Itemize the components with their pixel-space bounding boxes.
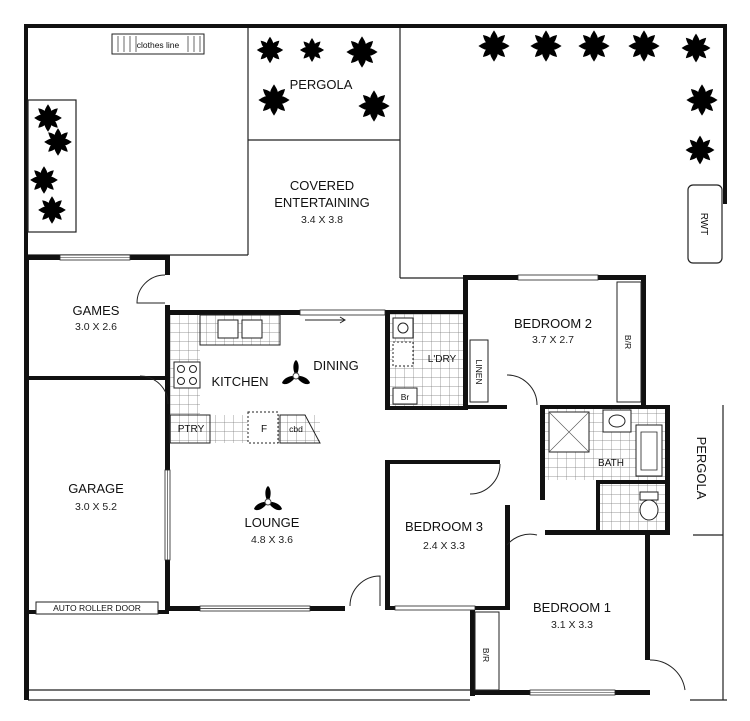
- sink-icon: [217, 319, 239, 339]
- plant-icon: [44, 128, 72, 156]
- roller-door-label: AUTO ROLLER DOOR: [53, 603, 141, 613]
- ceiling-fan-icon: [253, 485, 283, 511]
- plant-icon: [358, 90, 390, 122]
- laundry-tub-icon: [392, 317, 414, 339]
- robe-bed1-label: B/R: [481, 648, 491, 662]
- covered-entertaining-label-2: ENTERTAINING: [274, 195, 370, 210]
- plant-icon: [478, 30, 510, 62]
- garden-plants: [30, 30, 718, 224]
- rainwater-tank: RWT: [687, 184, 723, 264]
- plant-icon: [30, 166, 58, 194]
- bedroom-2-label: BEDROOM 2: [514, 316, 592, 331]
- cooktop-icon: [173, 361, 201, 389]
- clothes-line: clothes line: [111, 33, 205, 55]
- bathtub-icon: [635, 424, 663, 477]
- lounge-label: LOUNGE: [245, 515, 300, 530]
- robe-bedroom-2: [616, 281, 642, 403]
- robe-bedroom-1: [474, 611, 500, 691]
- pergola-side-label: PERGOLA: [694, 437, 709, 500]
- sliding-door-arrow-icon: [305, 316, 346, 324]
- games-label: GAMES: [73, 303, 120, 318]
- plant-icon: [300, 38, 324, 62]
- garage-label: GARAGE: [68, 481, 124, 496]
- bath-fixtures: [548, 409, 663, 521]
- laundry-fixtures: Br: [392, 317, 418, 405]
- plant-icon: [578, 30, 610, 62]
- laundry-label: L'DRY: [428, 354, 457, 365]
- covered-entertaining-label-1: COVERED: [290, 178, 354, 193]
- rwt-label: RWT: [698, 213, 709, 236]
- plant-icon: [34, 104, 62, 132]
- cupboard-label: cbd: [289, 424, 303, 434]
- bath-label: BATH: [598, 458, 624, 469]
- kitchen-benches: [169, 314, 321, 444]
- plant-icon: [685, 135, 715, 165]
- basin-icon: [602, 409, 632, 433]
- dining-label: DINING: [313, 358, 359, 373]
- fridge-label: F: [261, 424, 267, 435]
- plant-icon: [686, 84, 718, 116]
- linen-label: LINEN: [474, 359, 484, 384]
- games-dim: 3.0 X 2.6: [75, 321, 117, 333]
- clothes-line-label: clothes line: [137, 40, 180, 50]
- sink-icon: [241, 319, 263, 339]
- linen-cupboard: [469, 339, 489, 403]
- plant-icon: [681, 33, 711, 63]
- bedroom-3-label: BEDROOM 3: [405, 519, 483, 534]
- kitchen-label: KITCHEN: [211, 374, 268, 389]
- toilet-icon: [639, 491, 659, 501]
- bedroom-1-dim: 3.1 X 3.3: [551, 619, 593, 631]
- bedroom-1-label: BEDROOM 1: [533, 600, 611, 615]
- bedroom-2-dim: 3.7 X 2.7: [532, 334, 574, 346]
- plant-icon: [258, 84, 290, 116]
- ceiling-fan-icon: [281, 359, 311, 385]
- lounge-dim: 4.8 X 3.6: [251, 534, 293, 546]
- plant-icon: [256, 36, 284, 64]
- bedroom-3-dim: 2.4 X 3.3: [423, 540, 465, 552]
- covered-entertaining-dim: 3.4 X 3.8: [301, 214, 343, 226]
- robe-bed2-label: B/R: [623, 335, 633, 349]
- plant-icon: [628, 30, 660, 62]
- auto-roller-door: AUTO ROLLER DOOR: [35, 601, 159, 615]
- plant-icon: [38, 196, 66, 224]
- pergola-rear-label: PERGOLA: [290, 77, 353, 92]
- garage-dim: 3.0 X 5.2: [75, 501, 117, 513]
- plant-icon: [346, 36, 378, 68]
- plant-icon: [530, 30, 562, 62]
- pantry-label: PTRY: [178, 424, 205, 435]
- laundry-basin-label: Br: [401, 392, 410, 402]
- windows: [59, 254, 616, 696]
